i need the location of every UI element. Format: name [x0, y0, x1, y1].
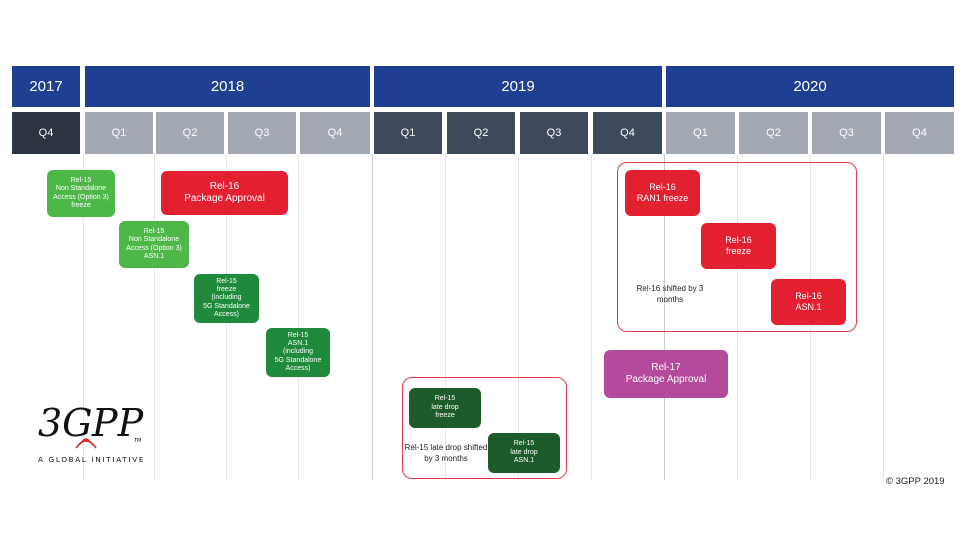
- year-2017-header: 2017: [12, 66, 80, 107]
- note-line: Rel-16: [636, 284, 661, 293]
- svg-text:PP: PP: [91, 401, 145, 445]
- rel15-freeze-milestone: Rel-15 freeze (including 5G Standalone A…: [194, 274, 259, 323]
- milestone-line: 5G Standalone: [203, 302, 250, 310]
- grid-line: [591, 154, 592, 480]
- rel15-late-drop-frame: [402, 377, 567, 479]
- rel16-ran1-freeze-milestone: Rel-16 RAN1 freeze: [625, 170, 700, 216]
- quarter-2020-q4: Q4: [885, 112, 954, 154]
- rel16-package-approval-milestone: Rel-16 Package Approval: [161, 171, 288, 215]
- year-2020-header: 2020: [666, 66, 954, 107]
- year-divider-line: [372, 154, 373, 480]
- rel16-shift-note: Rel-16 shifted by 3 months: [625, 284, 715, 306]
- milestone-line: Access): [285, 365, 311, 373]
- milestone-line: Package Approval: [625, 374, 707, 385]
- copyright-notice: © 3GPP 2019: [886, 476, 945, 487]
- milestone-line: freeze: [725, 246, 751, 256]
- quarter-2018-q2: Q2: [156, 112, 224, 154]
- milestone-line: Non Standalone: [55, 185, 107, 193]
- milestone-line: Rel-15: [287, 331, 309, 339]
- svg-text:A GLOBAL INITIATIVE: A GLOBAL INITIATIVE: [38, 455, 145, 464]
- milestone-line: late drop: [510, 448, 538, 456]
- milestone-line: Rel-16: [795, 291, 822, 302]
- milestone-line: freeze: [435, 412, 455, 420]
- milestone-line: Access (Option 3): [126, 244, 182, 252]
- note-line: shifted by 3 months: [424, 443, 488, 463]
- milestone-line: Rel-15: [216, 277, 237, 285]
- milestone-line: (including: [283, 348, 313, 356]
- quarter-2019-q3: Q3: [520, 112, 588, 154]
- milestone-line: Rel-16: [725, 235, 752, 246]
- rel15-late-drop-note: Rel-15 late drop shifted by 3 months: [404, 443, 488, 465]
- milestone-line: Rel-15: [513, 440, 535, 448]
- grid-line: [518, 154, 519, 480]
- quarter-2020-q3: Q3: [812, 112, 881, 154]
- milestone-line: ASN.1: [143, 252, 165, 260]
- milestone-line: RAN1 freeze: [636, 193, 689, 203]
- milestone-line: (including: [211, 294, 242, 302]
- grid-line: [154, 154, 155, 480]
- milestone-line: freeze: [216, 285, 237, 293]
- milestone-line: Rel-15: [434, 395, 456, 403]
- rel15-late-drop-freeze-milestone: Rel-15 late drop freeze: [409, 388, 481, 428]
- quarter-2018-q3: Q3: [228, 112, 296, 154]
- year-2019-header: 2019: [374, 66, 662, 107]
- milestone-line: Access (Option 3): [53, 193, 109, 201]
- svg-text:TM: TM: [133, 438, 141, 444]
- rel15-nsa-asn1-milestone: Rel-15 Non Standalone Access (Option 3) …: [119, 221, 189, 268]
- milestone-line: 5G Standalone: [274, 356, 322, 364]
- quarter-2019-q1: Q1: [374, 112, 442, 154]
- milestone-line: freeze: [71, 201, 91, 209]
- svg-text:3G: 3G: [38, 401, 93, 445]
- rel16-freeze-milestone: Rel-16 freeze: [701, 223, 776, 269]
- rel15-nsa-freeze-milestone: Rel-15 Non Standalone Access (Option 3) …: [47, 170, 115, 217]
- 3gpp-logo: 3G PP TM A GLOBAL INITIATIVE: [38, 401, 145, 464]
- grid-line: [445, 154, 446, 480]
- milestone-line: late drop: [431, 403, 459, 411]
- milestone-line: Non Standalone: [128, 236, 180, 244]
- quarter-2019-q2: Q2: [447, 112, 515, 154]
- rel16-shift-frame: [617, 162, 857, 332]
- note-line: shifted by 3 months: [656, 284, 704, 304]
- note-line: Rel-15 late drop: [404, 443, 462, 452]
- quarter-2018-q4: Q4: [300, 112, 370, 154]
- milestone-line: ASN.1: [287, 339, 309, 347]
- grid-line: [737, 154, 738, 480]
- rel17-package-approval-milestone: Rel-17 Package Approval: [604, 350, 728, 398]
- rel15-late-drop-asn1-milestone: Rel-15 late drop ASN.1: [488, 433, 560, 473]
- milestone-line: Rel-15: [70, 176, 92, 184]
- quarter-2019-q4: Q4: [593, 112, 662, 154]
- grid-line: [298, 154, 299, 480]
- grid-line: [83, 154, 84, 480]
- milestone-line: Rel-15: [143, 227, 165, 235]
- year-divider-line: [664, 154, 665, 480]
- year-2018-header: 2018: [85, 66, 370, 107]
- milestone-line: Rel-17: [651, 362, 681, 373]
- milestone-line: ASN.1: [513, 457, 535, 465]
- grid-line: [883, 154, 884, 480]
- quarter-2020-q1: Q1: [666, 112, 735, 154]
- milestone-line: Package Approval: [184, 193, 265, 204]
- quarter-2017-q4: Q4: [12, 112, 80, 154]
- milestone-line: ASN.1: [795, 302, 822, 312]
- milestone-line: Rel-16: [649, 182, 676, 193]
- rel16-asn1-milestone: Rel-16 ASN.1: [771, 279, 846, 325]
- milestone-line: Access): [214, 311, 239, 319]
- rel15-asn1-milestone: Rel-15 ASN.1 (including 5G Standalone Ac…: [266, 328, 330, 377]
- quarter-2020-q2: Q2: [739, 112, 808, 154]
- quarter-2018-q1: Q1: [85, 112, 153, 154]
- milestone-line: Rel-16: [209, 181, 240, 192]
